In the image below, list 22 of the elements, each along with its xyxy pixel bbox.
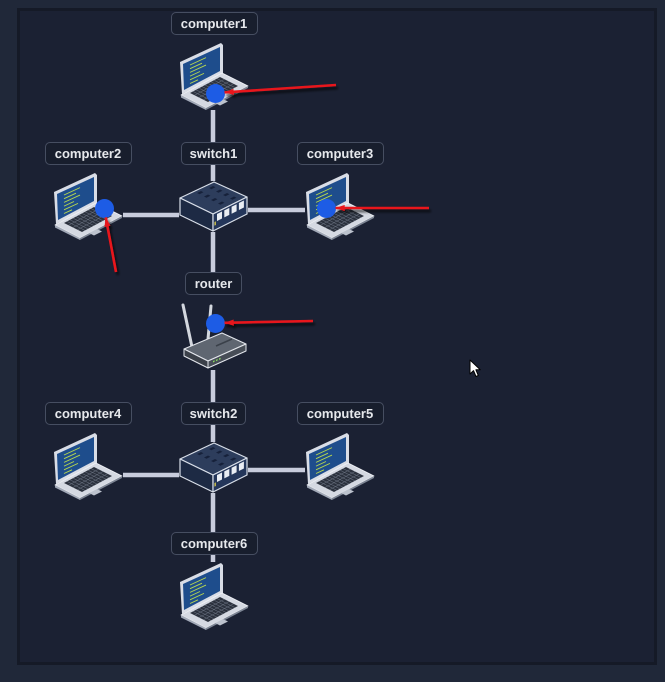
network-link (123, 472, 179, 478)
dot-marker-icon (94, 198, 114, 218)
device-label: computer3 (296, 142, 384, 165)
annotation-arrow (336, 204, 429, 212)
dot-marker-icon (206, 314, 224, 332)
network-link (248, 208, 305, 212)
network-link (210, 232, 216, 272)
annotation-arrow (104, 217, 118, 272)
device-label: switch2 (181, 402, 246, 425)
device-label: router (185, 272, 242, 295)
device-label: switch1 (181, 142, 246, 165)
device-label: computer5 (296, 402, 384, 425)
device-label: computer6 (170, 532, 258, 555)
annotation-arrow (224, 320, 314, 326)
device-label: computer4 (44, 402, 132, 425)
annotation-arrow (224, 84, 336, 95)
dot-marker-icon (316, 198, 336, 218)
device-label: computer2 (44, 142, 132, 165)
network-link (123, 212, 179, 218)
network-link (248, 468, 305, 472)
dot-marker-icon (206, 84, 224, 102)
device-label: computer1 (170, 12, 258, 35)
